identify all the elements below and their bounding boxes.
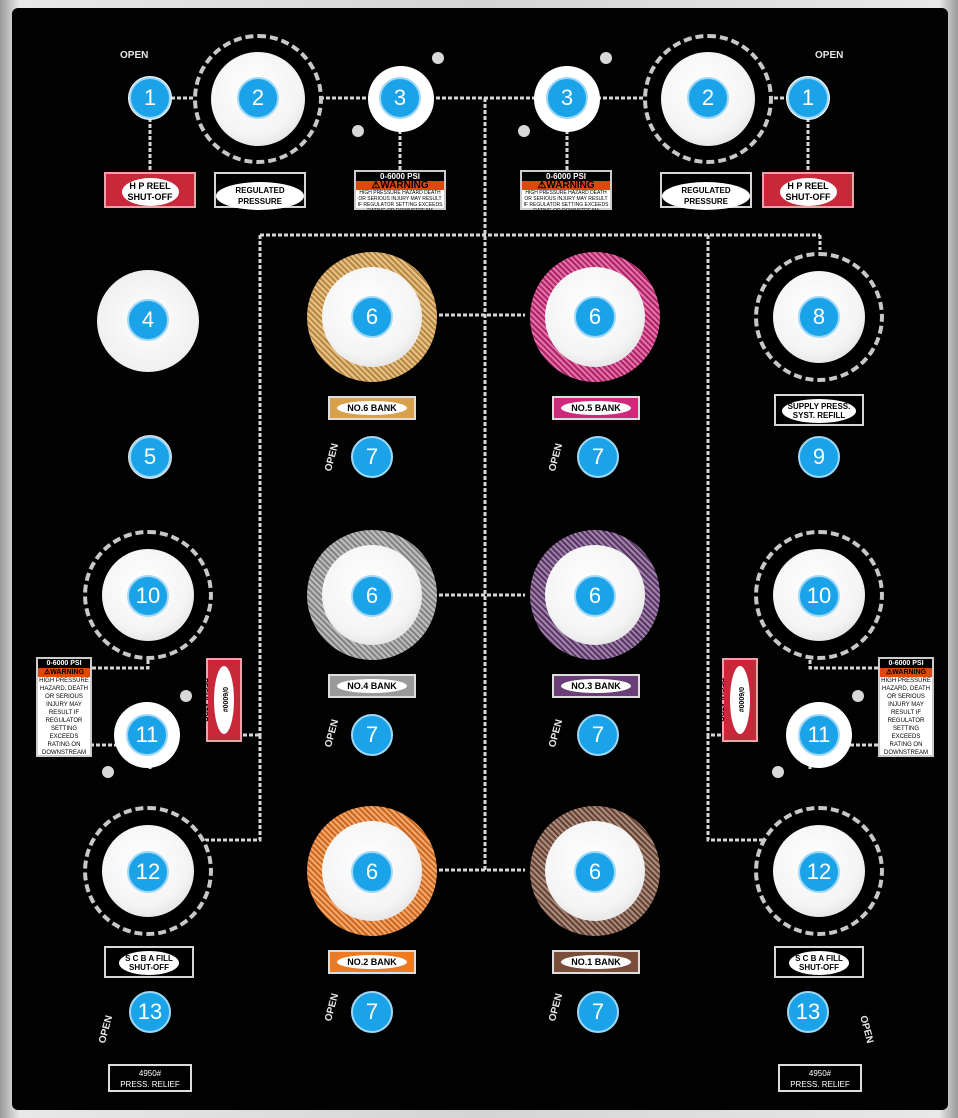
badge-6: 6 xyxy=(574,296,616,338)
badge-11-right: 11 xyxy=(798,714,840,756)
gauge-12-left xyxy=(83,806,213,936)
bank-6-label: NO.6 BANK xyxy=(328,396,416,420)
regulator-plate-right: 0/6000# REGULATOR xyxy=(717,658,758,742)
bank-1-label: NO.1 BANK xyxy=(552,950,640,974)
badge-7: 7 xyxy=(351,714,393,756)
gauge-bank-5 xyxy=(530,252,660,382)
badge-3-right: 3 xyxy=(546,77,588,119)
warning-label-right: 0-6000 PSI ⚠WARNING HIGH PRESSURE HAZARD… xyxy=(520,170,612,220)
warning-label-left: 0-6000 PSI ⚠WARNING HIGH PRESSURE HAZARD… xyxy=(354,170,446,220)
badge-12-right: 12 xyxy=(798,851,840,893)
regulated-pressure-plate-right: REGULATED PRESSURE xyxy=(660,172,752,210)
badge-9: 9 xyxy=(798,436,840,478)
badge-7: 7 xyxy=(577,436,619,478)
open-label-right: OPEN xyxy=(815,50,844,61)
badge-13-left: 13 xyxy=(129,991,171,1033)
mount-dot xyxy=(432,52,444,64)
mount-dot xyxy=(352,125,364,137)
badge-3-left: 3 xyxy=(379,77,421,119)
badge-7: 7 xyxy=(351,991,393,1033)
badge-6: 6 xyxy=(351,296,393,338)
badge-4: 4 xyxy=(127,299,169,341)
badge-12-left: 12 xyxy=(127,851,169,893)
badge-2-left: 2 xyxy=(237,77,279,119)
bank-2-label: NO.2 BANK xyxy=(328,950,416,974)
badge-10-right: 10 xyxy=(798,575,840,617)
badge-2-right: 2 xyxy=(687,77,729,119)
badge-7: 7 xyxy=(351,436,393,478)
badge-8: 8 xyxy=(798,296,840,338)
badge-1-left: 1 xyxy=(129,77,171,119)
badge-11-left: 11 xyxy=(126,714,168,756)
bank-3-label: NO.3 BANK xyxy=(552,674,640,698)
badge-6: 6 xyxy=(351,575,393,617)
badge-6: 6 xyxy=(351,851,393,893)
press-relief-plate-left: 4950#PRESS. RELIEF xyxy=(108,1064,192,1092)
badge-7: 7 xyxy=(577,991,619,1033)
badge-6: 6 xyxy=(574,575,616,617)
bank-5-label: NO.5 BANK xyxy=(552,396,640,420)
badge-5: 5 xyxy=(129,436,171,478)
gauge-12-right xyxy=(754,806,884,936)
open-label-left: OPEN xyxy=(120,50,149,61)
badge-13-right: 13 xyxy=(787,991,829,1033)
warning-label-side-right: 0-6000 PSI ⚠WARNING HIGH PRESSURE HAZARD… xyxy=(878,657,934,764)
badge-6: 6 xyxy=(574,851,616,893)
badge-10-left: 10 xyxy=(127,575,169,617)
warning-label-side-left: 0-6000 PSI ⚠WARNING HIGH PRESSURE HAZARD… xyxy=(36,657,92,764)
mount-dot xyxy=(772,766,784,778)
mount-dot xyxy=(852,690,864,702)
bank-4-label: NO.4 BANK xyxy=(328,674,416,698)
mount-dot xyxy=(180,690,192,702)
mount-dot xyxy=(518,125,530,137)
badge-1-right: 1 xyxy=(787,77,829,119)
regulator-plate-left: 0/6000# REGULATOR xyxy=(201,658,242,742)
badge-7: 7 xyxy=(577,714,619,756)
mount-dot xyxy=(102,766,114,778)
mount-dot xyxy=(600,52,612,64)
press-relief-plate-right: 4950#PRESS. RELIEF xyxy=(778,1064,862,1092)
regulated-pressure-plate-left: REGULATED PRESSURE xyxy=(214,172,306,210)
supply-press-plate: SUPPLY PRESS.SYST. REFILL xyxy=(774,394,864,426)
